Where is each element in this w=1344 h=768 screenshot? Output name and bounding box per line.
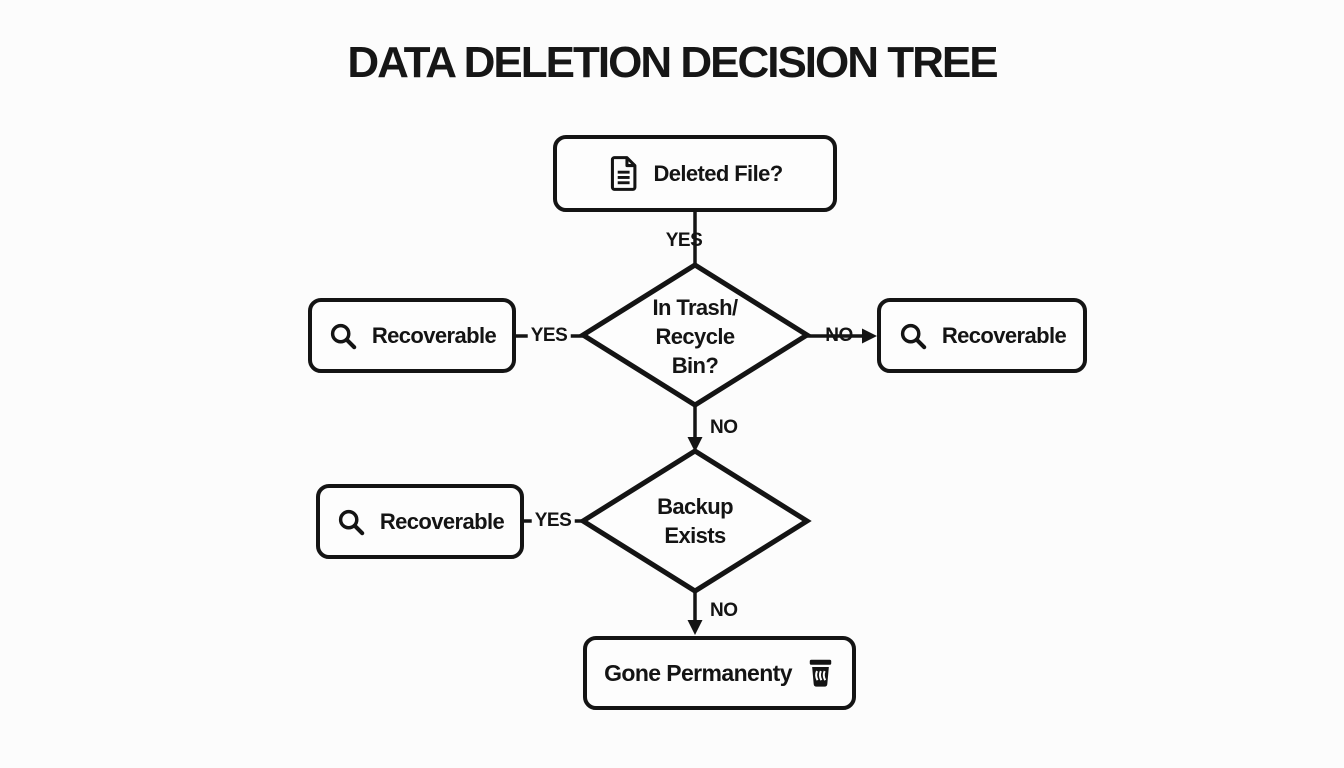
edge-label-trash-no: NO [825,325,853,346]
node-label: Deleted File? [653,160,783,186]
decision-backup-exists-label: Backup Exists [657,494,733,548]
trash-icon [809,659,832,687]
arrowhead-down-2-icon [687,620,703,635]
diamond-backup-exists [578,448,812,594]
arrowhead-down-1-icon [687,437,703,452]
decision-in-trash-label: In Trash/ Recycle Bin? [652,295,738,378]
edge-label-backup-no: NO [710,600,738,621]
arrowhead-right-icon [862,328,877,344]
node-label: Gone Permanenty [604,659,792,686]
edge-label-trash-no-down: NO [710,417,738,438]
node-label: Recoverable [941,322,1067,348]
edge-label-trash-yes: YES [527,325,571,347]
document-icon [611,156,637,191]
node-deleted-file: Deleted File? [553,135,837,212]
node-recoverable-trash-yes: Recoverable [308,298,516,373]
magnifier-icon [900,323,927,349]
page-title: DATA DELETION DECISION TREE [347,38,998,87]
node-recoverable-backup-yes: Recoverable [316,484,524,559]
node-label: Recoverable [379,508,505,534]
magnifier-icon [330,323,357,349]
node-label: Recoverable [371,322,497,348]
node-recoverable-trash-no: Recoverable [877,298,1087,373]
magnifier-icon [338,509,365,535]
diamond-in-trash [578,262,812,408]
node-gone-permanently: Gone Permanenty [583,636,856,710]
edge-label-backup-yes: YES [531,510,575,532]
edge-label-deleted-yes: YES [665,230,703,251]
